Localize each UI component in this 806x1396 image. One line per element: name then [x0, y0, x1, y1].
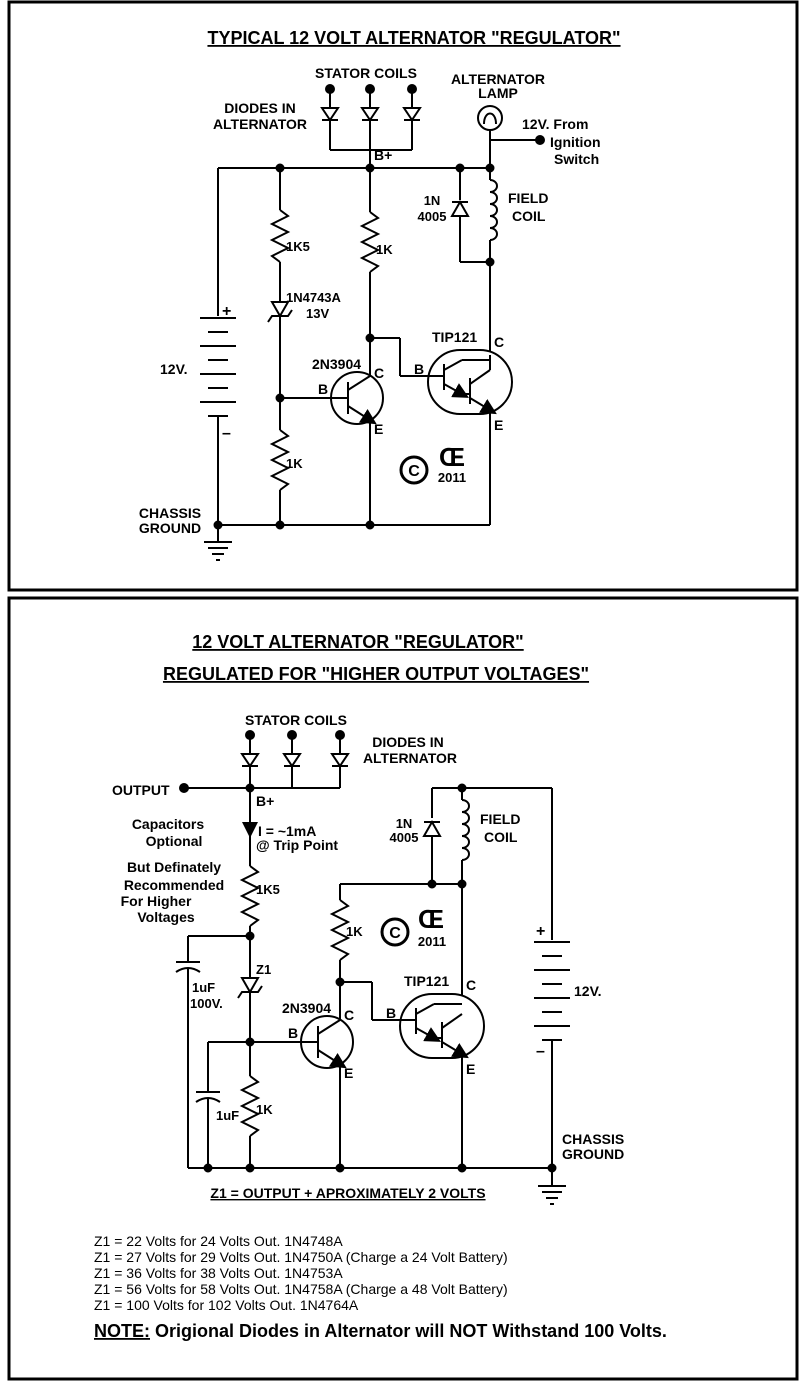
top-field-1: FIELD — [508, 190, 548, 206]
bottom-plus: + — [536, 923, 545, 940]
bottom-q1-c: C — [344, 1007, 354, 1023]
bottom-caps-3: But Definately — [127, 859, 221, 875]
top-r1k5: 1K5 — [286, 239, 310, 254]
top-r1k-a: 1K — [376, 242, 393, 257]
bottom-chassis-2: GROUND — [562, 1146, 624, 1162]
top-plus: + — [222, 303, 231, 320]
top-diodes-label-2: ALTERNATOR — [213, 116, 307, 132]
top-year: 2011 — [438, 470, 466, 485]
bottom-tip121: TIP121 — [404, 973, 449, 989]
z1-table-row: Z1 = 36 Volts for 38 Volts Out. 1N4753A — [94, 1265, 343, 1281]
bottom-labels: 12 VOLT ALTERNATOR "REGULATOR" REGULATED… — [94, 632, 667, 1341]
top-zener-2: 13V — [306, 306, 329, 321]
bottom-cap-big-1: 1uF — [192, 980, 215, 995]
top-oe-logo: Œ — [439, 442, 465, 472]
bottom-r1k-b: 1K — [256, 1102, 273, 1117]
bottom-diode-1: 1N — [396, 816, 413, 831]
top-r1k-b: 1K — [286, 456, 303, 471]
top-bplus: B+ — [374, 147, 392, 163]
top-schematic — [200, 84, 545, 561]
bottom-caps-5: For Higher — [121, 893, 192, 909]
note-label: NOTE: — [94, 1321, 150, 1341]
top-diode-1: 1N — [424, 193, 441, 208]
bottom-r1k5: 1K5 — [256, 882, 280, 897]
stator-diodes — [320, 90, 422, 151]
bottom-q1-e: E — [344, 1065, 353, 1081]
bottom-caps-1: Capacitors — [132, 816, 205, 832]
bottom-title-2: REGULATED FOR "HIGHER OUTPUT VOLTAGES" — [163, 664, 589, 684]
bottom-caps-4: Recommended — [124, 877, 224, 893]
bottom-chassis-1: CHASSIS — [562, 1131, 624, 1147]
top-diodes-label-1: DIODES IN — [224, 100, 296, 116]
top-labels: TYPICAL 12 VOLT ALTERNATOR "REGULATOR" S… — [139, 28, 621, 536]
top-from-3: Switch — [554, 151, 599, 167]
top-q1-e: E — [374, 421, 383, 437]
bottom-oe-logo: Œ — [418, 904, 444, 934]
top-q1-b: B — [318, 381, 328, 397]
bottom-caps-2: Optional — [146, 833, 203, 849]
top-lamp-label-2: LAMP — [478, 85, 518, 101]
z1-table-row: Z1 = 27 Volts for 29 Volts Out. 1N4750A … — [94, 1249, 508, 1265]
bottom-field-2: COIL — [484, 829, 518, 845]
bottom-diodes-2: ALTERNATOR — [363, 750, 457, 766]
top-title: TYPICAL 12 VOLT ALTERNATOR "REGULATOR" — [207, 28, 620, 48]
top-copyright-c: C — [408, 463, 420, 480]
top-tip121: TIP121 — [432, 329, 477, 345]
bottom-diode-2: 4005 — [390, 830, 419, 845]
top-diode-2: 4005 — [418, 209, 447, 224]
top-field-2: COIL — [512, 208, 546, 224]
bottom-panel-frame — [7, 596, 799, 1381]
bottom-bplus: B+ — [256, 793, 274, 809]
bottom-year: 2011 — [418, 934, 446, 949]
top-from-1: 12V. From — [522, 116, 588, 132]
z1-table-row: Z1 = 56 Volts for 58 Volts Out. 1N4758A … — [94, 1281, 508, 1297]
top-minus: – — [222, 425, 231, 442]
bottom-2n3904: 2N3904 — [282, 1000, 331, 1016]
top-zener-1: 1N4743A — [286, 290, 342, 305]
bottom-r1k-a: 1K — [346, 924, 363, 939]
top-stator-label: STATOR COILS — [315, 65, 417, 81]
bottom-current-2: @ Trip Point — [256, 837, 338, 853]
bottom-z1-rule: Z1 = OUTPUT + APROXIMATELY 2 VOLTS — [210, 1185, 485, 1201]
bottom-q2-e: E — [466, 1061, 475, 1077]
bottom-copyright-c: C — [389, 925, 401, 942]
bottom-battery-label: 12V. — [574, 983, 602, 999]
top-2n3904: 2N3904 — [312, 356, 361, 372]
top-q2-b: B — [414, 361, 424, 377]
bottom-cap-big-2: 100V. — [190, 996, 223, 1011]
z1-table-row: Z1 = 100 Volts for 102 Volts Out. 1N4764… — [94, 1297, 359, 1313]
z1-table-row: Z1 = 22 Volts for 24 Volts Out. 1N4748A — [94, 1233, 343, 1249]
bottom-diodes-1: DIODES IN — [372, 734, 444, 750]
top-chassis-2: GROUND — [139, 520, 201, 536]
bottom-q2-c: C — [466, 977, 476, 993]
bottom-minus: – — [536, 1043, 545, 1060]
bottom-current-1: I = ~1mA — [258, 823, 316, 839]
bottom-schematic — [175, 730, 570, 1205]
bottom-title-1: 12 VOLT ALTERNATOR "REGULATOR" — [192, 632, 523, 652]
bottom-z1: Z1 — [256, 962, 271, 977]
top-q2-e: E — [494, 417, 503, 433]
top-q2-c: C — [494, 334, 504, 350]
top-chassis-1: CHASSIS — [139, 505, 201, 521]
note-text: Origional Diodes in Alternator will NOT … — [150, 1321, 667, 1341]
bottom-q1-b: B — [288, 1025, 298, 1041]
bottom-q2-b: B — [386, 1005, 396, 1021]
bottom-field-1: FIELD — [480, 811, 520, 827]
bottom-cap-small: 1uF — [216, 1108, 239, 1123]
bottom-stator-label: STATOR COILS — [245, 712, 347, 728]
note-line: NOTE: Origional Diodes in Alternator wil… — [94, 1321, 667, 1341]
bottom-output: OUTPUT — [112, 782, 170, 798]
top-battery-label: 12V. — [160, 361, 188, 377]
top-panel-frame — [7, 0, 799, 592]
top-lamp-label-1: ALTERNATOR — [451, 71, 545, 87]
bottom-caps-6: Voltages — [137, 909, 195, 925]
top-q1-c: C — [374, 365, 384, 381]
top-from-2: Ignition — [550, 134, 601, 150]
